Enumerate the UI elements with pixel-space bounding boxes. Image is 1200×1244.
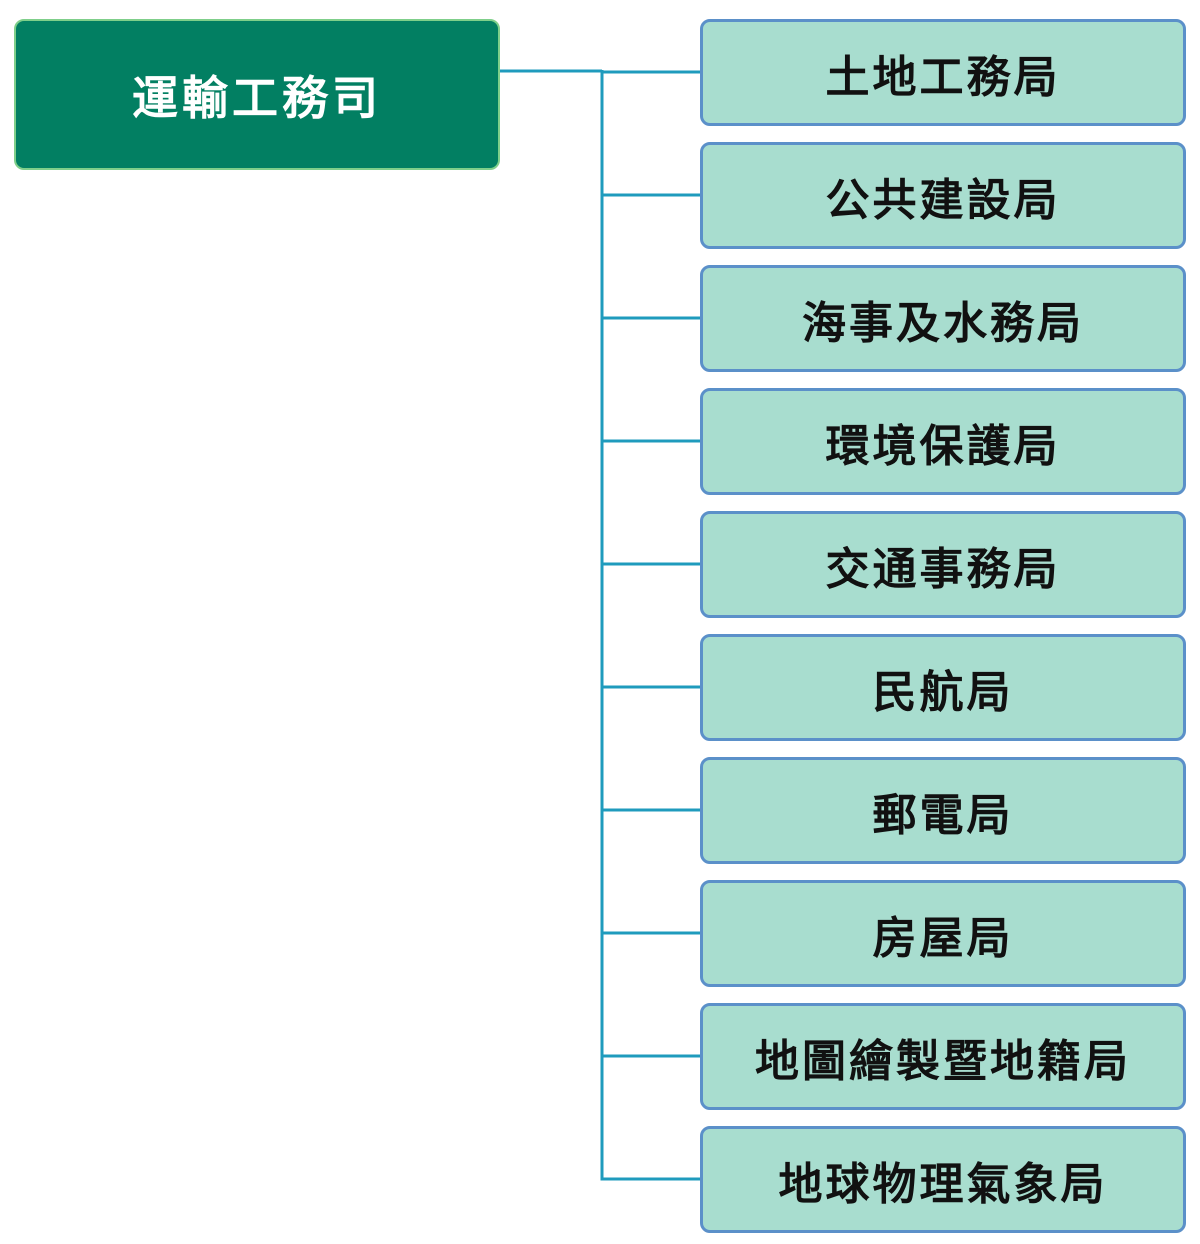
child-node-marine-water: 海事及水務局: [700, 265, 1186, 372]
child-node-label: 地球物理氣象局: [778, 1158, 1108, 1210]
child-node-meteorology-geophysics: 地球物理氣象局: [700, 1126, 1186, 1233]
child-node-label: 公共建設局: [825, 174, 1061, 226]
root-node-label: 運輸工務司: [132, 70, 382, 125]
child-node-label: 海事及水務局: [802, 297, 1084, 349]
child-node-label: 土地工務局: [825, 51, 1061, 103]
child-node-land-public-works: 土地工務局: [700, 19, 1186, 126]
child-node-cartography-cadastre: 地圖繪製暨地籍局: [700, 1003, 1186, 1110]
child-node-housing: 房屋局: [700, 880, 1186, 987]
child-node-transport: 交通事務局: [700, 511, 1186, 618]
child-node-label: 民航局: [872, 666, 1014, 718]
child-node-environmental-protection: 環境保護局: [700, 388, 1186, 495]
child-node-public-construction: 公共建設局: [700, 142, 1186, 249]
root-node: 運輸工務司: [14, 19, 500, 170]
child-node-post-telecom: 郵電局: [700, 757, 1186, 864]
child-node-label: 環境保護局: [825, 420, 1061, 472]
child-node-label: 交通事務局: [825, 543, 1061, 595]
child-node-label: 地圖繪製暨地籍局: [755, 1035, 1131, 1087]
child-node-label: 房屋局: [872, 912, 1014, 964]
child-node-label: 郵電局: [872, 789, 1014, 841]
child-node-civil-aviation: 民航局: [700, 634, 1186, 741]
